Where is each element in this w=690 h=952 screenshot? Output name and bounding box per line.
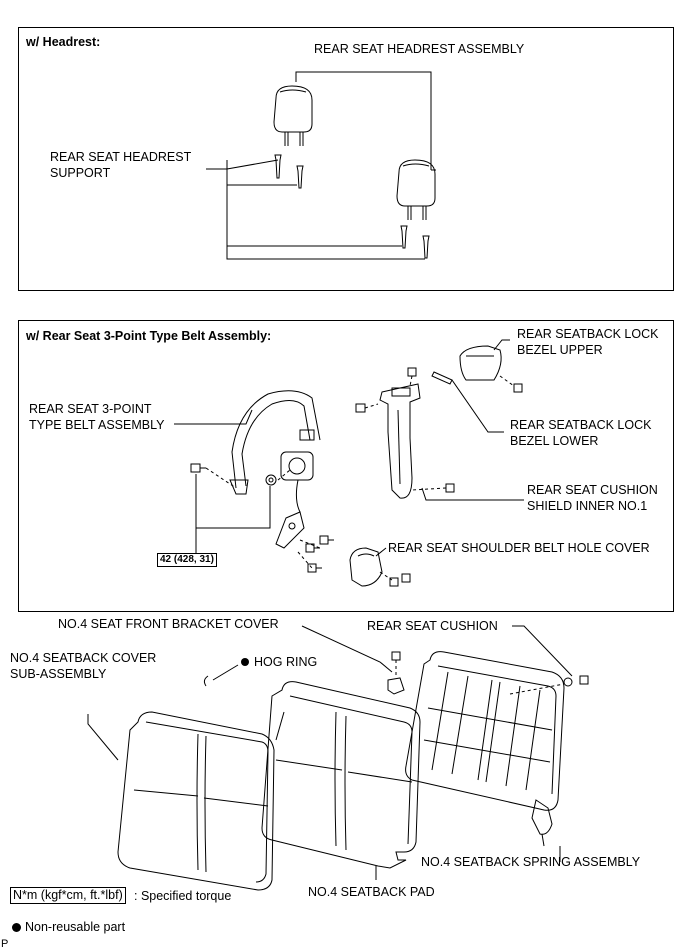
footer-code: P xyxy=(1,938,9,950)
hole-cover-label: REAR SEAT SHOULDER BELT HOLE COVER xyxy=(388,541,650,555)
bracket-cover-illustration xyxy=(387,651,405,695)
headrest-right-illustration xyxy=(396,159,436,220)
nonreusable-legend-text: Non-reusable part xyxy=(25,920,126,934)
headrest-panel-title: w/ Headrest: xyxy=(26,35,101,49)
hog-ring-illustration xyxy=(203,675,209,687)
headrest-support-label-line1: REAR SEAT HEADREST xyxy=(50,150,192,164)
belt-panel-title: w/ Rear Seat 3-Point Type Belt Assembly: xyxy=(26,329,272,343)
torque-value-box: 42 (428, 31) xyxy=(157,553,217,567)
nonreusable-legend: Non-reusable part xyxy=(12,920,125,935)
seatback-cover-illustration xyxy=(117,711,275,891)
belt-panel xyxy=(18,320,674,612)
headrest-assembly-label: REAR SEAT HEADREST ASSEMBLY xyxy=(314,42,525,56)
lock-bezel-lower-label-line1: REAR SEATBACK LOCK xyxy=(510,418,652,432)
lock-bezel-upper-label-line1: REAR SEATBACK LOCK xyxy=(517,327,659,341)
seatback-spring-frame-illustration xyxy=(405,651,565,847)
torque-legend-box: N*m (kgf*cm, ft.*lbf) xyxy=(10,887,126,904)
hog-ring-dot xyxy=(241,658,249,666)
hole-cover-illustration xyxy=(349,547,411,587)
cushion-shield-label-line1: REAR SEAT CUSHION xyxy=(527,483,658,497)
headrest-support-label-line2: SUPPORT xyxy=(50,166,111,180)
lock-bezel-upper-label-line2: BEZEL UPPER xyxy=(517,343,603,357)
spring-assembly-label: NO.4 SEATBACK SPRING ASSEMBLY xyxy=(421,855,641,869)
torque-legend-text: : Specified torque xyxy=(134,889,232,903)
lock-bezel-upper-illustration xyxy=(459,345,523,393)
headrest-support-left-illustration xyxy=(274,154,304,189)
cushion-shield-label-line2: SHIELD INNER NO.1 xyxy=(527,499,648,513)
headrest-panel xyxy=(18,27,674,291)
bracket-cover-label: NO.4 SEAT FRONT BRACKET COVER xyxy=(58,617,279,631)
seatback-pad-illustration xyxy=(261,681,421,869)
seat-cushion-label: REAR SEAT CUSHION xyxy=(367,619,498,633)
lock-bezel-lower-illustration xyxy=(431,371,453,385)
belt-assembly-label-line1: REAR SEAT 3-POINT xyxy=(29,402,152,416)
seatback-cover-label-line1: NO.4 SEATBACK COVER xyxy=(10,651,157,665)
seatback-cover-label-line2: SUB-ASSEMBLY xyxy=(10,667,107,681)
cushion-shield-inner-illustration xyxy=(355,367,455,499)
headrest-left-illustration xyxy=(273,85,313,146)
seatback-pad-label: NO.4 SEATBACK PAD xyxy=(308,885,435,899)
cushion-bolt-illustrations xyxy=(509,675,589,695)
headrest-support-right-illustration xyxy=(400,225,430,259)
three-point-belt-illustration xyxy=(229,390,321,549)
belt-assembly-label-line2: TYPE BELT ASSEMBLY xyxy=(29,418,165,432)
lock-bezel-lower-label-line2: BEZEL LOWER xyxy=(510,434,599,448)
nonreusable-dot-icon xyxy=(12,923,21,932)
hog-ring-label: HOG RING xyxy=(254,655,318,669)
